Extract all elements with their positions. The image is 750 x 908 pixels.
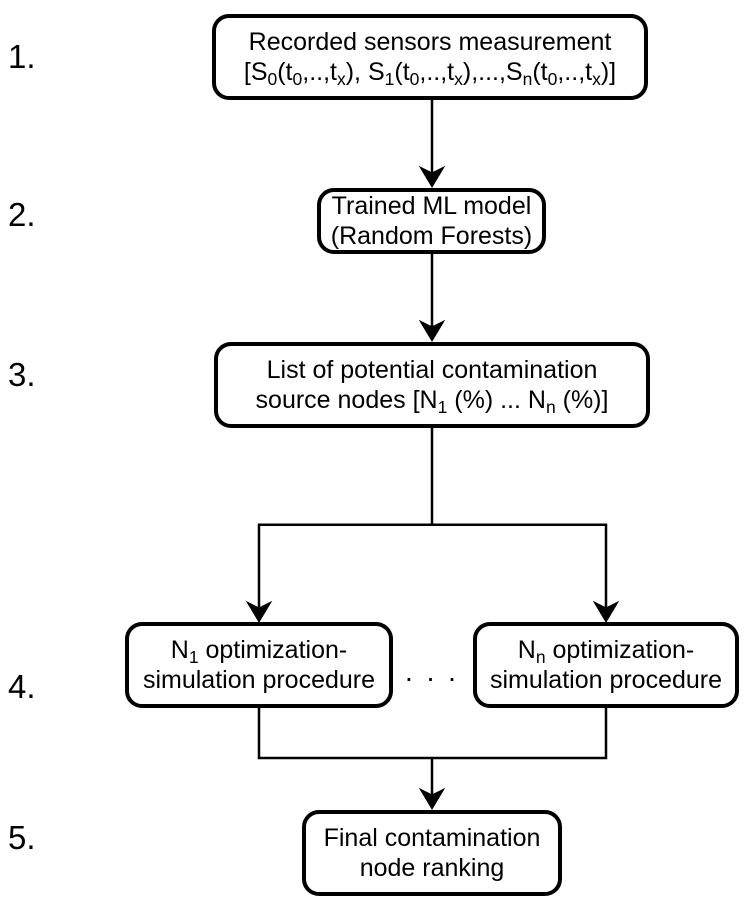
step-label-2: 2.: [8, 196, 36, 233]
node-recorded-sensors-measurement: Recorded sensors measurement[S0(t0,..,tx…: [212, 14, 648, 100]
step-label-1: 1.: [8, 38, 36, 75]
node-text: Nn optimization-simulation procedure: [489, 636, 723, 694]
step-label-3: 3.: [8, 356, 36, 393]
node-text: N1 optimization-simulation procedure: [142, 636, 376, 694]
branch-step3-step4: [245, 428, 620, 623]
arrowhead: [418, 319, 446, 342]
merge-step4-step5: [257, 706, 608, 810]
node-text: Recorded sensors measurement[S0(t0,..,tx…: [243, 28, 617, 89]
step-label-4: 4.: [8, 668, 36, 705]
node-text: Trained ML model(Random Forests): [330, 192, 533, 250]
arrowhead: [418, 165, 446, 188]
ellipsis-dots: . . .: [405, 656, 459, 687]
node-optimization-simulation-n1: N1 optimization-simulation procedure: [125, 622, 393, 708]
node-trained-ml-model: Trained ML model(Random Forests): [317, 188, 546, 254]
step-label-5: 5.: [8, 819, 36, 856]
arrowhead: [592, 600, 620, 623]
node-optimization-simulation-nn: Nn optimization-simulation procedure: [473, 622, 739, 708]
arrow-step2-step3: [418, 253, 446, 342]
arrow-step1-step2: [418, 100, 446, 188]
arrowhead: [418, 787, 446, 810]
arrowhead: [245, 600, 273, 623]
